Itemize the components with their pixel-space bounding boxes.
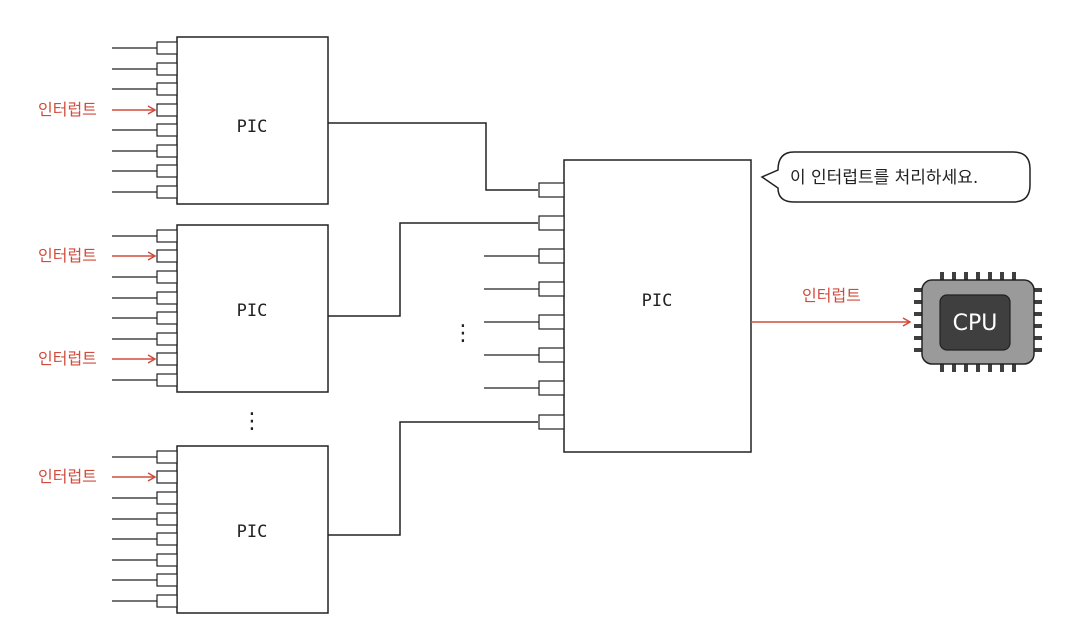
pic-bottom-pins <box>112 450 178 608</box>
interrupt-label-middle-2: 인터럽트 <box>38 349 97 368</box>
interrupt-output-to-cpu: 인터럽트 <box>751 286 912 327</box>
pic-master-label: PIC <box>642 291 673 311</box>
pic-top-label: PIC <box>237 117 268 137</box>
interrupt-input-middle-1: 인터럽트 <box>38 246 157 265</box>
cpu-chip: CPU <box>914 272 1042 372</box>
pic-master-box <box>563 159 752 453</box>
pic-bottom-label: PIC <box>237 522 268 542</box>
cpu-pins <box>914 272 1042 372</box>
interrupt-label-middle-1: 인터럽트 <box>38 246 97 265</box>
pic-top-box <box>176 36 329 205</box>
cpu-core <box>939 294 1011 351</box>
pic-bottom: PIC <box>112 445 329 614</box>
pic-top: PIC <box>112 36 329 205</box>
interrupt-label-to-cpu: 인터럽트 <box>802 286 861 305</box>
speech-bubble-text: 이 인터럽트를 처리하세요. <box>790 168 978 188</box>
connection-top-to-master <box>328 122 538 191</box>
speech-bubble-shape <box>760 151 1031 203</box>
pic-top-pins <box>112 41 178 199</box>
interrupt-input-top: 인터럽트 <box>38 100 157 119</box>
interrupt-label-bottom: 인터럽트 <box>38 467 97 486</box>
cpu-label: CPU <box>953 311 998 336</box>
pic-middle: PIC <box>112 224 329 393</box>
pic-middle-box <box>176 224 329 393</box>
cascade-connections <box>328 122 538 536</box>
ellipsis-master-inputs: ⋮ <box>452 321 474 346</box>
ellipsis-between-slaves: ⋮ <box>241 409 263 434</box>
interrupt-label-top: 인터럽트 <box>38 100 97 119</box>
interrupt-input-bottom: 인터럽트 <box>38 467 157 486</box>
pic-master: PIC <box>484 159 752 453</box>
pic-bottom-box <box>176 445 329 614</box>
pic-middle-pins <box>112 229 178 387</box>
pic-master-pins <box>484 182 565 430</box>
speech-bubble: 이 인터럽트를 처리하세요. <box>760 151 1031 203</box>
interrupt-input-middle-2: 인터럽트 <box>38 349 157 368</box>
pic-middle-label: PIC <box>237 301 268 321</box>
connection-middle-to-master <box>328 222 538 317</box>
connection-bottom-to-master <box>328 421 538 536</box>
